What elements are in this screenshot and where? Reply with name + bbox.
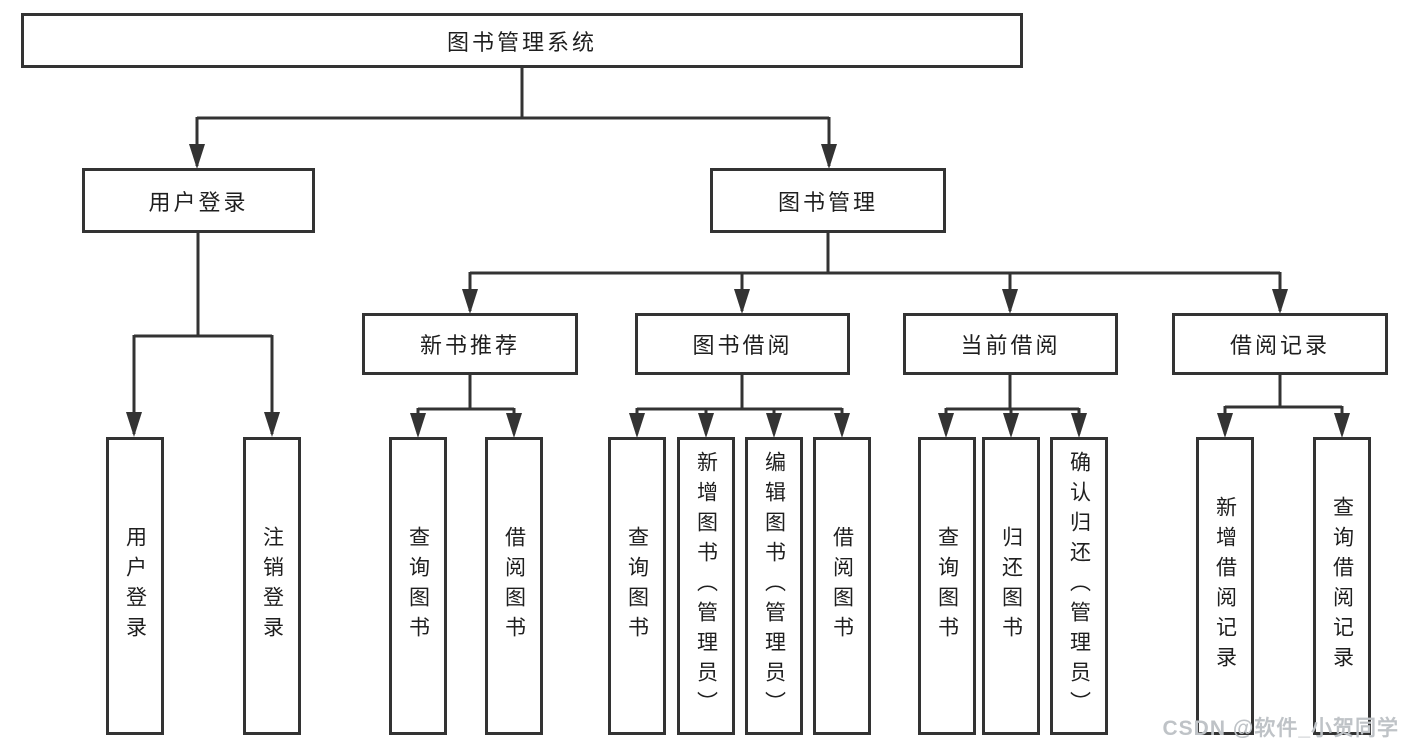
- leaf-logout-label: 注销登录: [260, 526, 284, 646]
- leaf-borrow-books-recommend-label: 借阅图书: [502, 526, 526, 646]
- arrowheads: [126, 144, 1350, 438]
- leaf-add-borrow-record: 新增借阅记录: [1196, 437, 1254, 735]
- leaf-search-books-current-label: 查询图书: [935, 526, 959, 646]
- node-book-management-label: 图书管理: [777, 189, 878, 215]
- leaf-user-login-label: 用户登录: [123, 526, 147, 646]
- node-borrow-records-label: 借阅记录: [1229, 333, 1330, 358]
- leaf-confirm-return-admin-label: 确认归还（管理员）: [1067, 451, 1091, 721]
- node-borrow-records: 借阅记录: [1172, 313, 1388, 375]
- node-book-borrow: 图书借阅: [635, 313, 850, 375]
- leaf-borrow-books-label: 借阅图书: [830, 526, 854, 646]
- leaf-search-borrow-record-label: 查询借阅记录: [1330, 496, 1354, 676]
- node-new-book-recommend-label: 新书推荐: [419, 333, 520, 358]
- leaf-add-books-admin: 新增图书（管理员）: [677, 437, 735, 735]
- leaf-return-books-label: 归还图书: [999, 526, 1023, 646]
- leaf-borrow-books-recommend: 借阅图书: [485, 437, 543, 735]
- node-new-book-recommend: 新书推荐: [362, 313, 578, 375]
- node-book-borrow-label: 图书借阅: [692, 333, 793, 358]
- csdn-watermark: CSDN @软件_小贺同学: [1162, 717, 1399, 740]
- leaf-search-borrow-record: 查询借阅记录: [1313, 437, 1371, 735]
- node-current-borrow-label: 当前借阅: [960, 333, 1061, 358]
- leaf-search-books-borrow-label: 查询图书: [625, 526, 649, 646]
- node-current-borrow: 当前借阅: [903, 313, 1118, 375]
- node-root: 图书管理系统: [21, 13, 1023, 68]
- node-root-label: 图书管理系统: [446, 29, 597, 55]
- leaf-add-books-admin-label: 新增图书（管理员）: [694, 451, 718, 721]
- leaf-logout: 注销登录: [243, 437, 301, 735]
- leaf-edit-books-admin: 编辑图书（管理员）: [745, 437, 803, 735]
- leaf-search-books-recommend: 查询图书: [389, 437, 447, 735]
- leaf-search-books-current: 查询图书: [918, 437, 976, 735]
- leaf-user-login: 用户登录: [106, 437, 164, 735]
- node-user-login: 用户登录: [82, 168, 315, 233]
- leaf-search-books-borrow: 查询图书: [608, 437, 666, 735]
- leaf-edit-books-admin-label: 编辑图书（管理员）: [762, 451, 786, 721]
- node-book-management: 图书管理: [710, 168, 946, 233]
- leaf-borrow-books: 借阅图书: [813, 437, 871, 735]
- leaf-return-books: 归还图书: [982, 437, 1040, 735]
- leaf-search-books-recommend-label: 查询图书: [406, 526, 430, 646]
- leaf-add-borrow-record-label: 新增借阅记录: [1213, 496, 1237, 676]
- leaf-confirm-return-admin: 确认归还（管理员）: [1050, 437, 1108, 735]
- node-user-login-label: 用户登录: [148, 189, 249, 215]
